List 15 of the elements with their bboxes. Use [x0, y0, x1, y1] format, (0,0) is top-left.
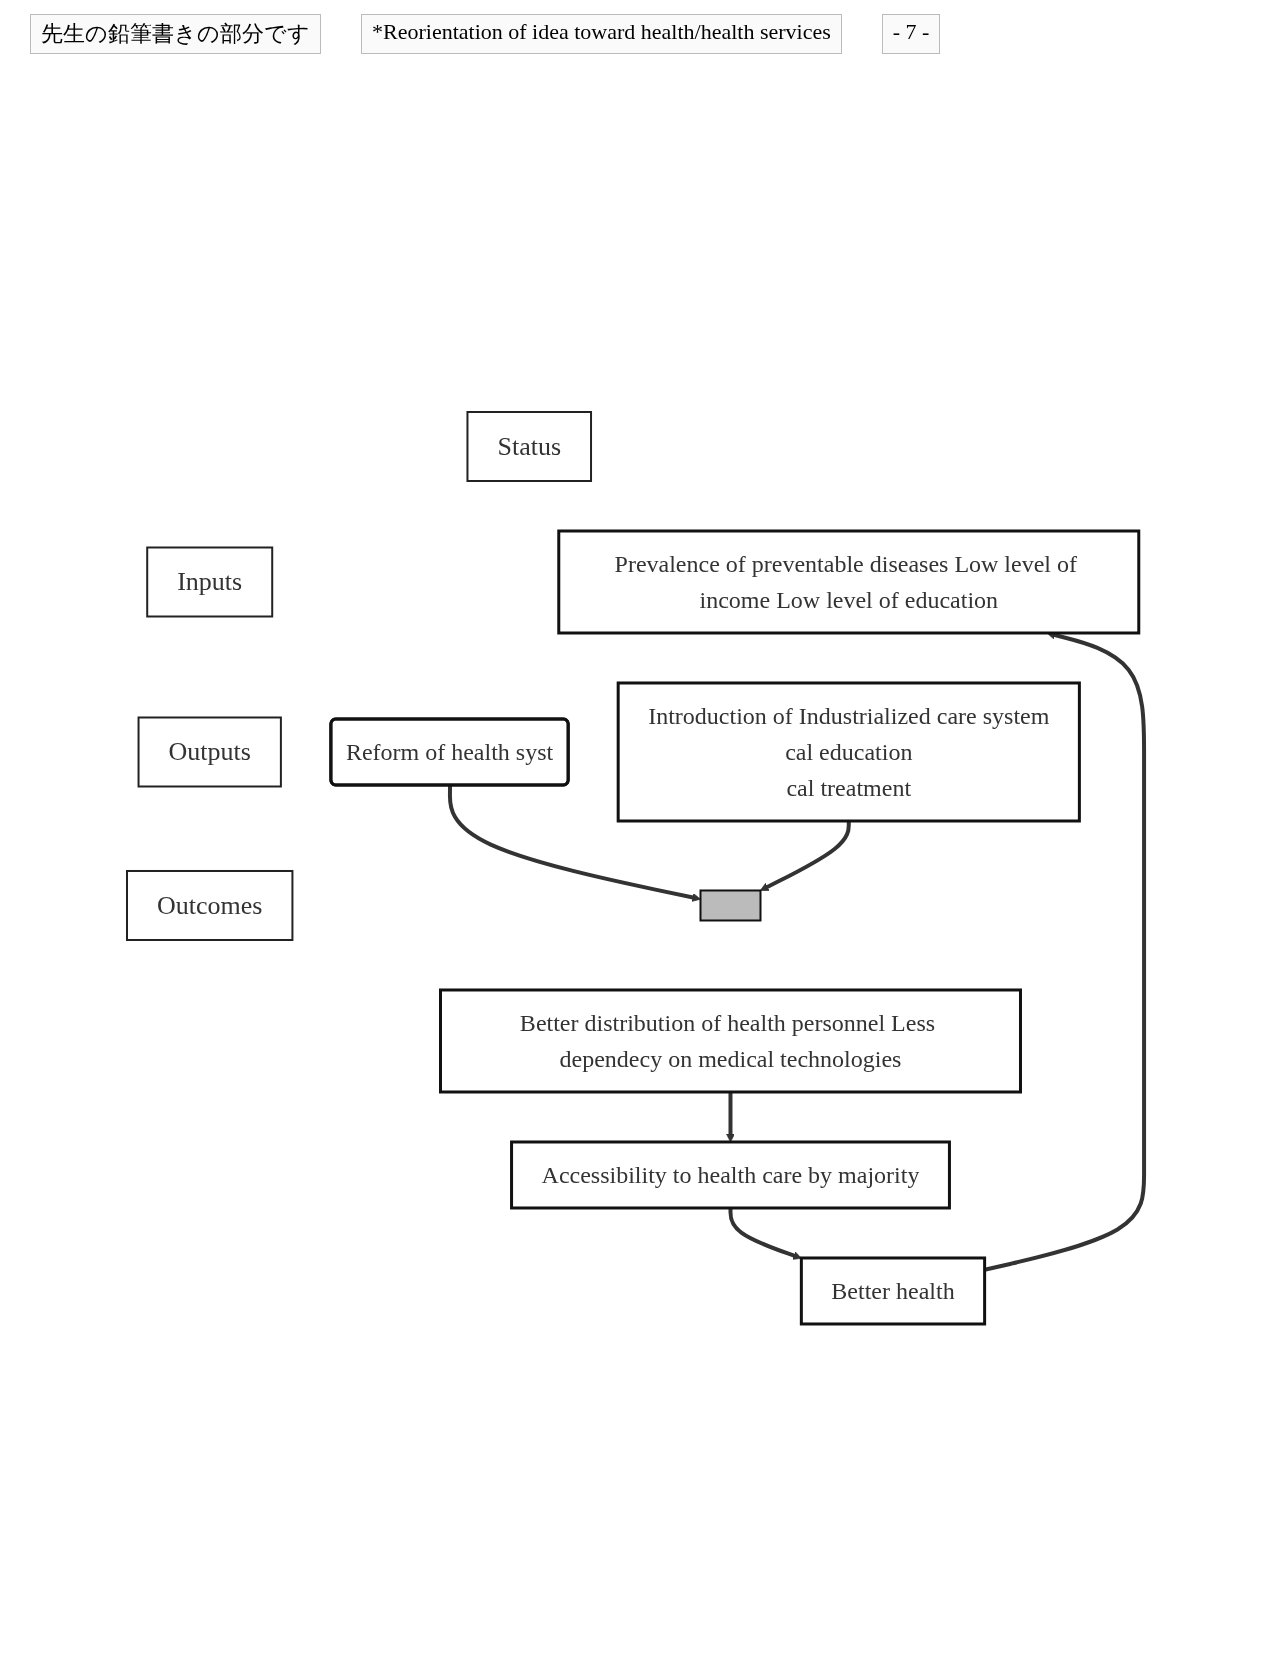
node-box: Better distribution of health personnel Less dependecy on medical technologies	[439, 988, 1023, 1094]
note-text: *Reorientation of idea toward health/health services	[361, 14, 842, 54]
note-text: 先生の鉛筆書きの部分です	[30, 14, 321, 54]
node-box: Introduction of Industrialized care system cal education cal treatment	[617, 681, 1082, 823]
node-box: Outcomes	[126, 870, 294, 941]
node-box: Status	[466, 411, 593, 482]
node-box: Accessibility to health care by majority	[510, 1140, 952, 1210]
arrow	[728, 1208, 803, 1260]
node-box: Outputs	[138, 716, 283, 788]
arrow	[760, 821, 852, 891]
node-box: Better health	[800, 1256, 987, 1326]
node-box: Inputs	[146, 546, 274, 618]
node-box: Prevalence of preventable diseases Low level of income Low level of education	[557, 529, 1141, 635]
node-bar	[699, 889, 762, 922]
note-text: - 7 -	[881, 14, 941, 54]
